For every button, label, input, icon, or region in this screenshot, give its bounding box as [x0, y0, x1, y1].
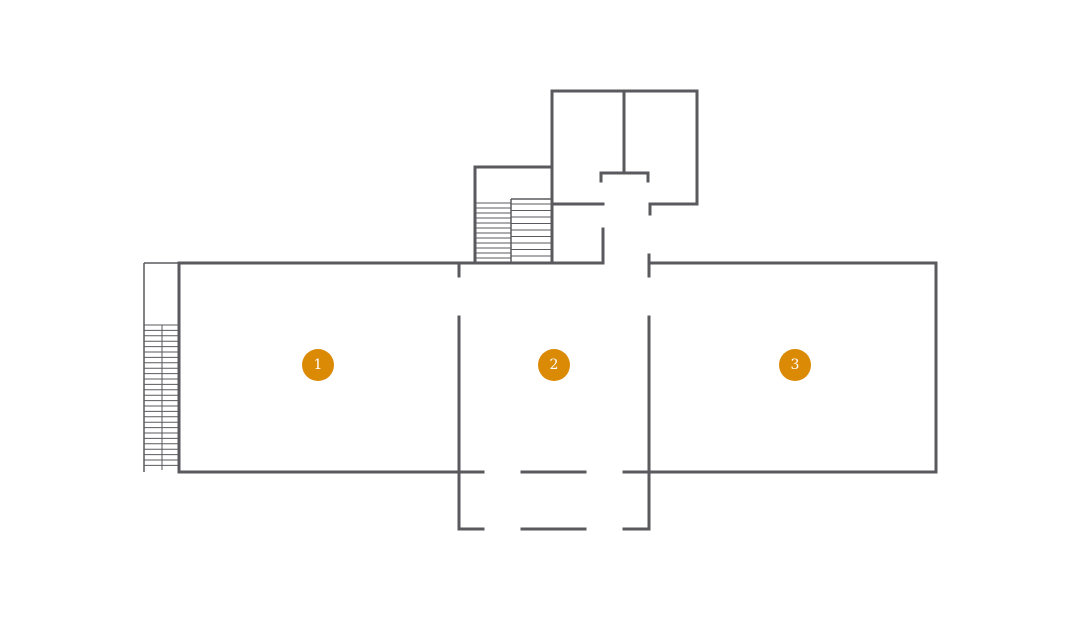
stair-north [473, 165, 554, 265]
room-marker-2-circle[interactable] [538, 349, 570, 381]
room-marker-1-label: 1 [314, 357, 323, 373]
stair-west [143, 262, 179, 472]
room-marker-2[interactable]: 2 [538, 349, 570, 381]
room-marker-1-circle[interactable] [302, 349, 334, 381]
room-marker-3-label: 3 [791, 357, 800, 373]
room-marker-2-label: 2 [550, 357, 559, 373]
room-3-walls [622, 261, 938, 474]
room-marker-3-circle[interactable] [779, 349, 811, 381]
room-marker-1[interactable]: 1 [302, 349, 334, 381]
north-rooms [550, 89, 699, 265]
room-2-walls [457, 253, 651, 531]
room-marker-3[interactable]: 3 [779, 349, 811, 381]
room-1-walls [177, 261, 485, 474]
